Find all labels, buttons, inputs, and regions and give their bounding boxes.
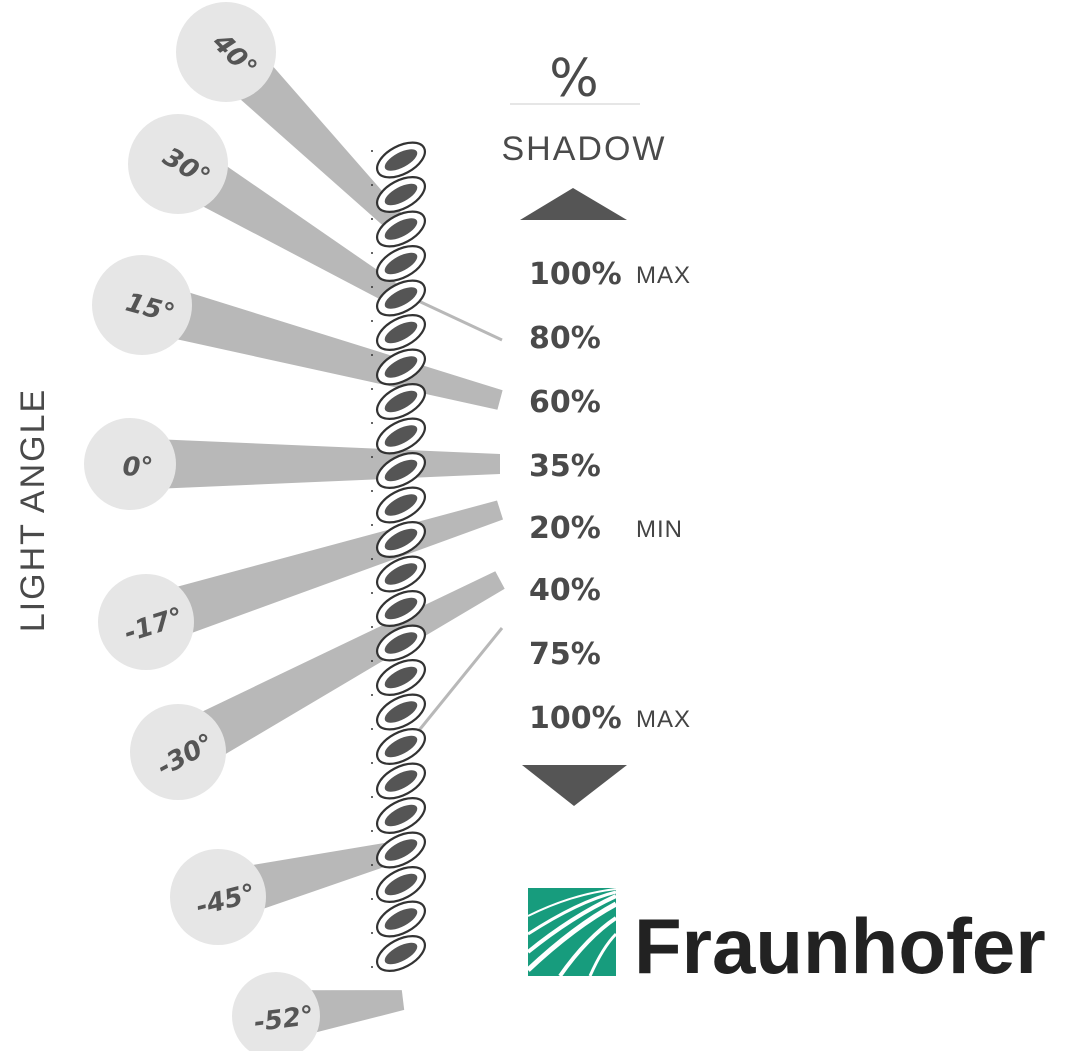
yarn-twist <box>376 831 426 869</box>
light-source-halo <box>92 255 192 355</box>
shadow-title: SHADOW <box>502 130 667 168</box>
yarn-twist <box>376 141 426 179</box>
shadow-level-row: 35% <box>529 449 601 484</box>
yarn-twist <box>376 452 426 489</box>
fraunhofer-logo-mark <box>526 888 618 978</box>
axis-title: LIGHT ANGLE <box>14 388 52 632</box>
shadow-levels: 100% MAX 80% 60% 35% 20% MIN 40% 75% 100% MAX <box>529 257 691 736</box>
shadow-level-value: 35% <box>529 449 601 484</box>
yarn-twist <box>376 245 426 282</box>
yarn-twist <box>376 797 426 834</box>
light-source-halo <box>84 418 176 510</box>
light-source: 30° <box>128 114 228 214</box>
yarn-twist <box>376 486 426 524</box>
light-source: 40° <box>176 2 276 102</box>
yarn-twist <box>376 935 426 972</box>
light-source-halo <box>98 574 194 670</box>
light-source: -30° <box>130 704 226 800</box>
shadow-level-row: 75% <box>529 637 601 672</box>
shadow-level-value: 80% <box>529 321 601 356</box>
light-angle-label: -52° <box>252 1001 315 1038</box>
shadow-level-value: 60% <box>529 385 601 420</box>
yarn-twist <box>376 728 426 765</box>
light-source: 15° <box>92 255 192 355</box>
shadow-level-row: 20% MIN <box>529 511 683 546</box>
shadow-level-tag: MAX <box>636 262 691 289</box>
light-beam <box>130 438 500 490</box>
shadow-level-tag: MAX <box>636 706 691 733</box>
shadow-level-row: 100% MAX <box>529 701 691 736</box>
yarn-twist <box>376 417 426 455</box>
shadow-level-row: 60% <box>529 385 601 420</box>
arrow-up-icon <box>520 188 627 220</box>
light-beam <box>165 571 505 775</box>
yarn-twist <box>376 555 426 593</box>
yarn-twist <box>376 762 426 800</box>
yarn-twist <box>376 866 426 903</box>
shadow-level-value: 40% <box>529 573 601 608</box>
yarn-twist <box>376 590 426 627</box>
light-source-halo <box>170 849 266 945</box>
yarn-twist <box>376 624 426 662</box>
arrow-down-icon <box>522 765 627 806</box>
shadow-level-row: 100% MAX <box>529 257 691 292</box>
light-source-halo <box>176 2 276 102</box>
yarn-twist <box>376 279 426 317</box>
yarn-twist <box>376 348 426 386</box>
shadow-level-row: 80% <box>529 321 601 356</box>
yarn-twist <box>376 693 426 731</box>
yarn-twist <box>376 176 426 213</box>
yarn-twist <box>376 659 426 696</box>
shadow-level-row: 40% <box>529 573 601 608</box>
twisted-yarn <box>371 141 426 990</box>
light-source: 0° <box>84 418 176 510</box>
light-angle-label: 0° <box>122 453 153 483</box>
light-source-halo <box>130 704 226 800</box>
fraunhofer-logo-text: Fraunhofer <box>634 902 1046 990</box>
shadow-level-value: 20% <box>529 511 601 546</box>
light-sources: 40° 30° 15° 0° -17° -30° -45° -52° <box>84 2 320 1051</box>
shadow-level-value: 100% <box>529 701 622 736</box>
light-source: -45° <box>170 849 266 945</box>
light-source-halo <box>232 972 320 1051</box>
shadow-level-value: 100% <box>529 257 622 292</box>
shadow-level-tag: MIN <box>636 516 683 543</box>
yarn-twist <box>376 900 426 938</box>
light-source-halo <box>128 114 228 214</box>
yarn-twist <box>376 314 426 351</box>
yarn-twist <box>376 210 426 248</box>
yarn-twist <box>376 383 426 420</box>
fraunhofer-logo: Fraunhofer <box>526 888 1046 990</box>
yarn-twist <box>376 521 426 558</box>
shadow-level-value: 75% <box>529 637 601 672</box>
light-source: -17° <box>98 574 194 670</box>
light-beam <box>164 141 409 309</box>
percent-symbol: % <box>549 49 598 109</box>
light-source: -52° <box>232 972 320 1051</box>
